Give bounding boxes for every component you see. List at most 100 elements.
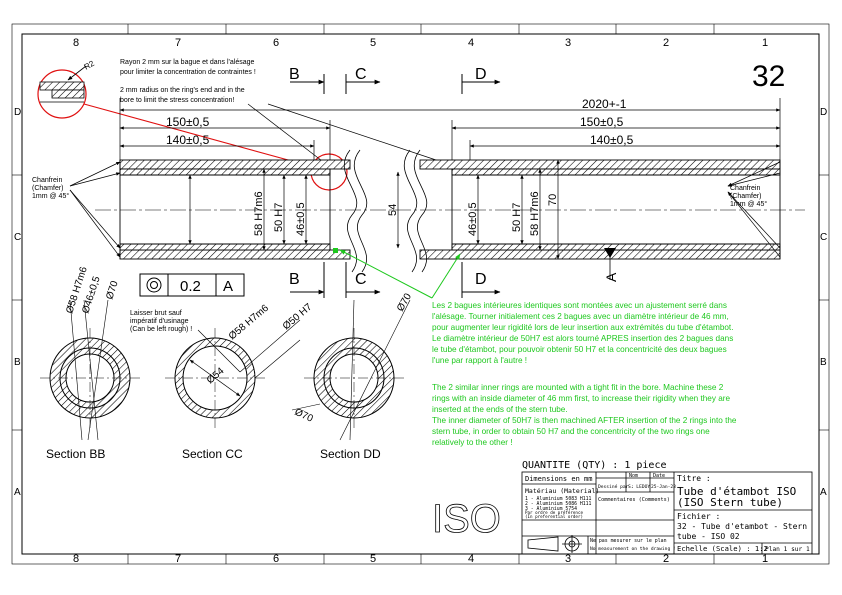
concentricity-icon — [146, 277, 162, 293]
row-label: B — [820, 357, 827, 368]
col-label: 5 — [370, 553, 376, 565]
dim-d46: 46±0,5 — [295, 202, 307, 236]
comments-label: Commentaires (Comments) — [598, 497, 670, 503]
material-2: 2 - Aluminium 5086 H111 — [525, 501, 592, 507]
scale-label: Echelle (Scale) : 1:2 — [677, 544, 768, 553]
section-mark-c: C — [355, 66, 367, 83]
row-label: B — [14, 357, 21, 368]
section-marks-top — [290, 74, 501, 94]
section-mark-b: B — [289, 66, 300, 83]
green-leaders — [339, 249, 461, 299]
col-label: 4 — [468, 37, 474, 49]
row-label: A — [820, 487, 827, 498]
datum-a-label: A — [603, 272, 619, 282]
file-1: 32 - Tube d'etambot - Stern — [677, 522, 807, 531]
title-fr: Tube d'étambot ISO — [677, 485, 796, 498]
fichier-label: Fichier : — [677, 512, 720, 521]
cc-label-50: Ø50 H7 — [281, 301, 315, 332]
col-label: 3 — [565, 37, 571, 49]
material-head: Matériau (Material) — [525, 487, 599, 495]
dim-r58: 58 H7m6 — [529, 191, 541, 236]
titre-label: Titre : — [677, 474, 711, 483]
row-label: A — [14, 487, 21, 498]
quantity-label: QUANTITE (QTY) : 1 piece — [522, 460, 667, 471]
dim-right-140: 140±0,5 — [590, 133, 634, 147]
section-mark-c: C — [355, 271, 367, 288]
frame-row-labels: D C B A D C B A — [14, 107, 827, 498]
no-measure-fr: Ne pas mesurer sur le plan — [590, 538, 667, 544]
section-dd — [291, 299, 411, 441]
material-3: 3 - Aluminium 5754 — [525, 506, 577, 512]
green-note-fr-5: le tube d'étambot, pour pouvoir obtenir … — [432, 345, 727, 354]
title-block — [521, 471, 813, 555]
radius-note-fr-1: Rayon 2 mm sur la bague et dans l'alésag… — [120, 59, 255, 66]
col-date: Date — [653, 473, 665, 479]
radius-note-en-1: 2 mm radius on the ring's end and in the — [120, 87, 245, 94]
dim-total: 2020+-1 — [582, 97, 627, 111]
author: S. LEDOY — [628, 484, 650, 490]
projection-symbol-icon — [527, 535, 582, 553]
stern-tube-long-view — [95, 149, 805, 273]
plan-label: Plan 1 sur 1 — [765, 546, 810, 553]
dim-r50: 50 H7 — [511, 203, 523, 232]
col-label: 4 — [468, 553, 474, 565]
tolerance-value: 0.2 — [180, 278, 201, 295]
dim-r46: 46±0,5 — [467, 202, 479, 236]
drawing-date: 25-Jan-23 — [651, 484, 676, 490]
col-label: 1 — [762, 37, 768, 49]
tolerance-datum: A — [223, 278, 233, 295]
raw-note-1: Laisser brut sauf — [130, 310, 182, 317]
chamfer-right-1: Chanfrein — [730, 185, 760, 192]
chamfer-left-2: (Chamfer) — [32, 185, 64, 192]
col-label: 3 — [565, 553, 571, 565]
row-label: C — [820, 232, 827, 243]
green-note-fr-3: pour augmenter leur rigidité lors de leu… — [432, 323, 733, 332]
col-label: 2 — [663, 37, 669, 49]
row-label: D — [820, 107, 827, 118]
raw-note-2: impératif d'usinage — [130, 318, 189, 325]
material-1: 1 - Aluminium 5083 H111 — [525, 496, 592, 502]
chamfer-right-3: 1mm @ 45° — [730, 200, 767, 208]
bb-label-70: Ø70 — [104, 279, 120, 301]
green-note-en-4: The inner diameter of 50H7 is then machi… — [432, 416, 737, 425]
col-label: 7 — [175, 553, 181, 565]
r2-label: R2 — [83, 59, 97, 72]
frame-column-labels-top: 8 7 6 5 4 3 2 1 — [73, 37, 768, 49]
vertical-dimensions — [188, 159, 560, 260]
chamfer-leaders — [69, 161, 781, 258]
material-order-fr: Par ordre de préférence — [525, 510, 583, 515]
file-2: tube - ISO 02 — [677, 532, 740, 541]
frame-ticks — [12, 24, 829, 564]
chamfer-right-2: (Chamfer) — [730, 193, 762, 200]
dd-label-70-top: Ø70 — [395, 291, 414, 313]
col-label: 6 — [273, 553, 279, 565]
section-bb-title: Section BB — [46, 447, 105, 461]
radius-note-fr-2: pour limiter la concentration de contrai… — [120, 69, 256, 76]
section-mark-d: D — [475, 66, 487, 83]
green-note-fr-4: Le diamètre intérieur de 50H7 est alors … — [432, 334, 733, 343]
section-bb — [40, 299, 140, 441]
chamfer-left-3: 1mm @ 45° — [32, 192, 69, 200]
material-order-en: (In preferential order) — [525, 514, 583, 519]
drawing-frame — [11, 23, 830, 565]
green-note-en-3: inserted at the ends of the stern tube. — [432, 405, 568, 414]
chamfer-left-1: Chanfrein — [32, 177, 62, 184]
radius-note-en-2: bore to limit the stress concentration! — [120, 97, 234, 104]
green-note-fr-6: l'une par rapport à l'autre ! — [432, 356, 527, 365]
concentricity-tolerance-frame: 0.2 A — [139, 273, 245, 297]
iso-logo: ISO — [432, 497, 501, 541]
col-label: 7 — [175, 37, 181, 49]
horizontal-dimensions — [119, 98, 781, 160]
no-measure-en: No measurement on the drawing ! — [590, 546, 676, 552]
row-label: D — [14, 107, 21, 118]
col-label: 2 — [663, 553, 669, 565]
col-label: 1 — [762, 553, 768, 565]
drawn-by-label: Dessiné par : — [598, 483, 634, 490]
col-label: 5 — [370, 37, 376, 49]
section-mark-d: D — [475, 271, 487, 288]
cc-label-58: Ø58 H7m6 — [227, 303, 271, 343]
units-label: Dimensions en mm — [525, 475, 592, 483]
green-note-en-1: The 2 similar inner rings are mounted wi… — [432, 383, 724, 392]
section-dd-title: Section DD — [320, 447, 381, 461]
